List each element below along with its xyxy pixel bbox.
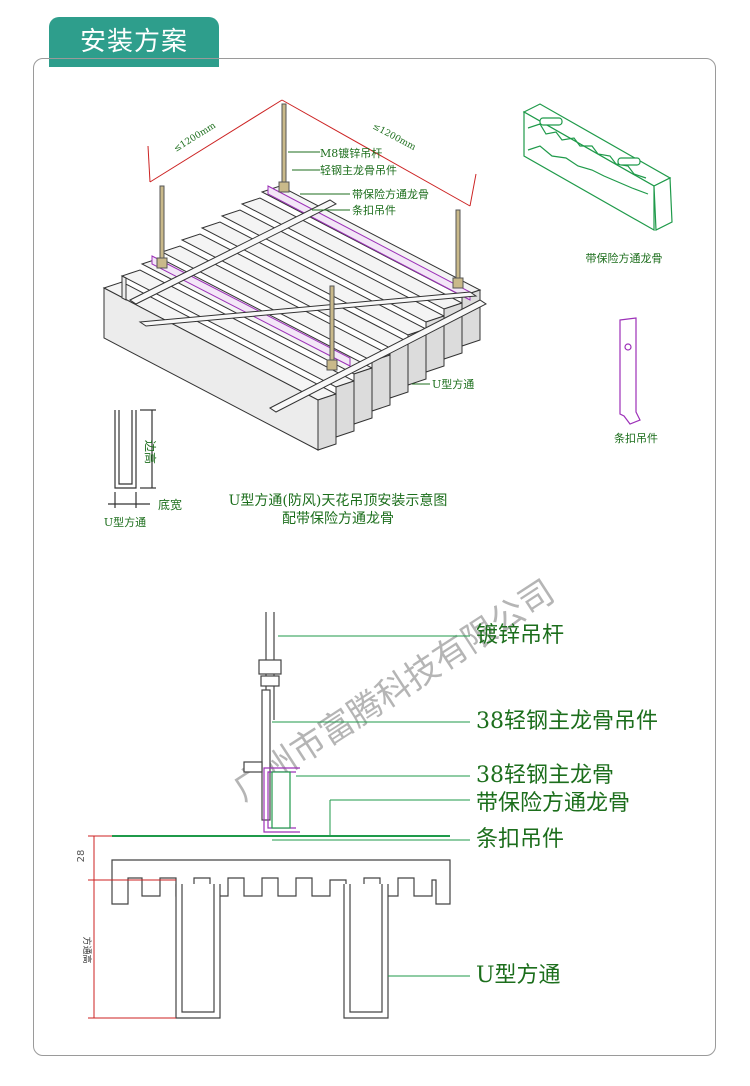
section-label-u-profile: U型方通 — [476, 963, 561, 988]
label-rod: M8镀锌吊杆 — [320, 146, 382, 160]
label-keel: 带保险方通龙骨 — [352, 187, 429, 201]
part-keel-label: 带保险方通龙骨 — [586, 251, 663, 265]
profile-width-label: 底宽 — [158, 497, 182, 512]
section-dims — [88, 835, 176, 1019]
label-clip: 条扣吊件 — [352, 203, 396, 217]
content-frame — [33, 58, 716, 1056]
keel-part — [522, 103, 673, 232]
section-label-keel: 带保险方通龙骨 — [476, 791, 630, 816]
label-main-hanger: 轻钢主龙骨吊件 — [320, 163, 397, 177]
top-leaders — [288, 151, 430, 385]
section-label-rod: 镀锌吊杆 — [476, 623, 564, 648]
section-diagram — [111, 612, 451, 1019]
dim-height: 方通高 — [81, 936, 93, 963]
section-label-hanger: 38轻钢主龙骨吊件 — [476, 709, 658, 734]
caption-line1: U型方通(防风)天花吊顶安装示意图 — [229, 492, 448, 509]
part-clip-label: 条扣吊件 — [614, 431, 658, 445]
section-title: 安装方案 — [79, 27, 188, 57]
dim-left: ≤1200mm — [172, 121, 218, 155]
profile-height-label: 边高 — [143, 440, 158, 464]
dim-28: 28 — [76, 850, 87, 863]
caption-line2: 配带保险方通龙骨 — [282, 511, 394, 527]
u-profile-section — [108, 409, 156, 508]
profile-name: U型方通 — [104, 515, 146, 529]
label-u-profile: U型方通 — [432, 377, 474, 391]
section-leaders — [272, 635, 470, 977]
section-label-clip: 条扣吊件 — [476, 827, 564, 852]
isometric-ceiling — [102, 99, 487, 451]
section-label-main-keel: 38轻钢主龙骨 — [476, 763, 614, 788]
clip-part — [619, 317, 641, 425]
